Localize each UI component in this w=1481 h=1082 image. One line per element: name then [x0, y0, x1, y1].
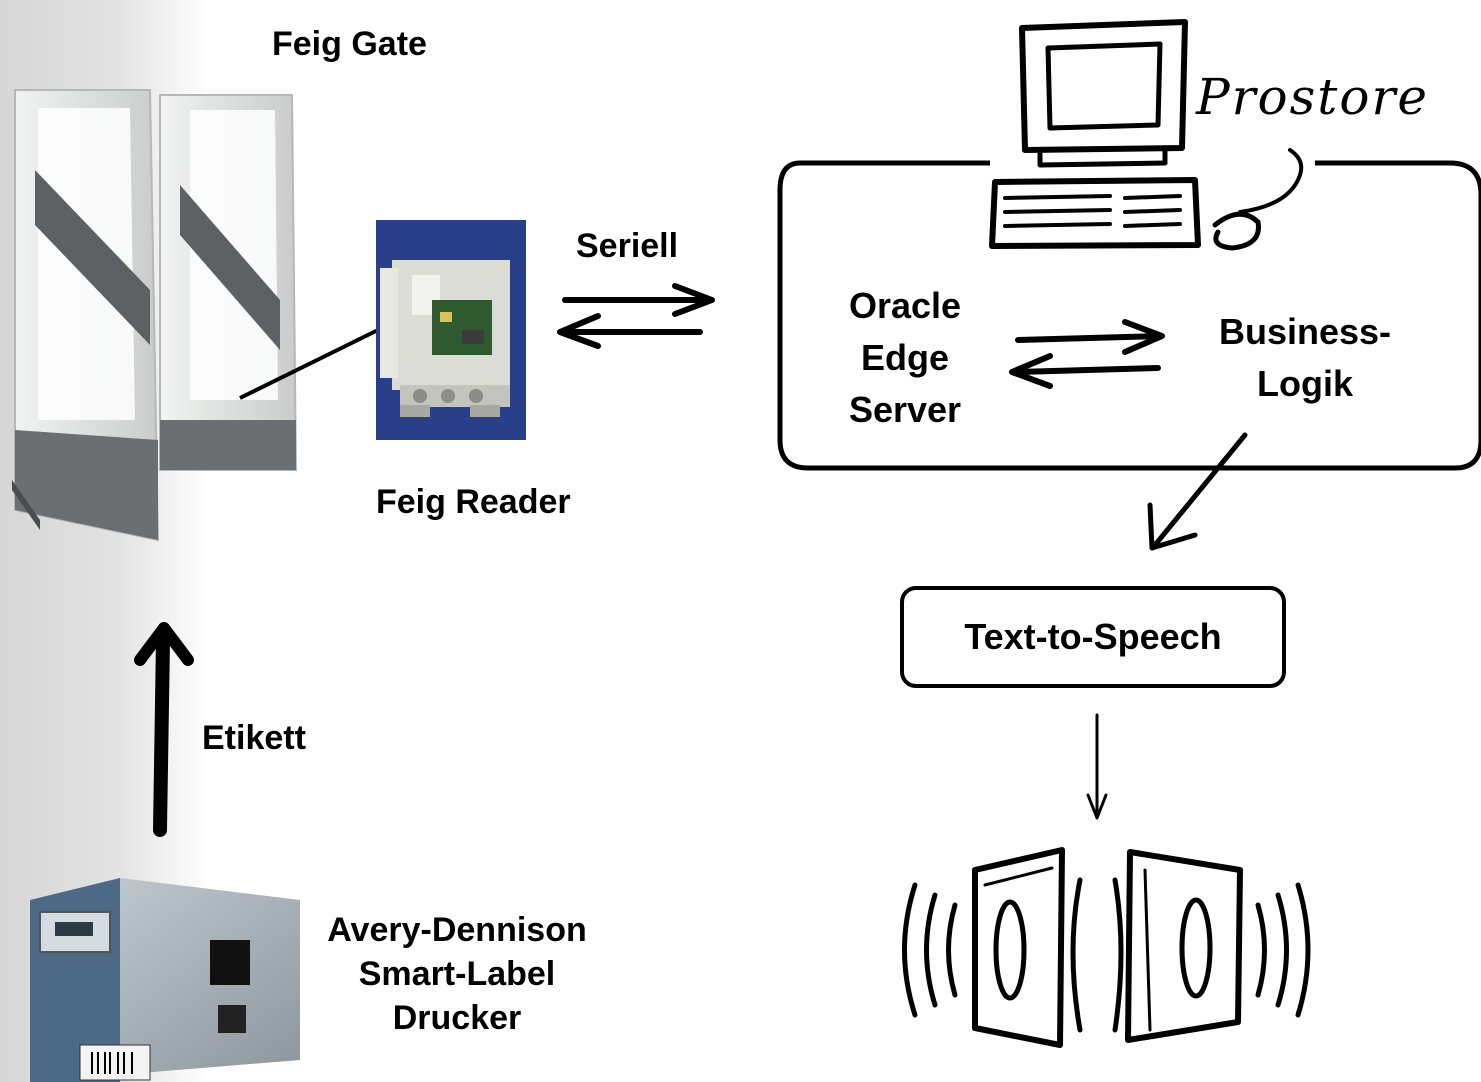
business-label-line2: Logik [1257, 363, 1353, 405]
oracle-label-line2: Edge [860, 337, 949, 379]
tts-to-speakers-arrow [1086, 713, 1108, 820]
feig-reader-image [376, 220, 526, 440]
feig-gate-image [12, 89, 298, 542]
gate-stripe-front [35, 170, 150, 345]
oracle-label-line3: Server [848, 389, 962, 431]
seriell-label: Seriell [576, 227, 679, 265]
printer-label-line3: Drucker [392, 999, 522, 1038]
printer-label-line1: Avery-Dennison [327, 911, 587, 949]
etikett-arrow [134, 622, 194, 837]
text-to-speech-label: Text-to-Speech [964, 616, 1222, 657]
printer-label: Avery-Dennison Smart-Label Drucker [312, 908, 602, 1041]
speakers-icon [902, 847, 1311, 1048]
printer-image [30, 878, 300, 1082]
text-to-speech-box: Text-to-Speech [900, 586, 1286, 688]
printer-label-line2: Smart-Label [358, 955, 556, 994]
reader-cable [239, 328, 379, 400]
business-to-tts-arrow [1147, 432, 1248, 551]
feig-gate-label: Feig Gate [272, 25, 427, 63]
gate-stripe-back [180, 185, 280, 350]
computer-icon [989, 19, 1304, 251]
business-label-line1: Business- [1218, 311, 1392, 352]
oracle-business-double-arrow [1009, 319, 1165, 389]
feig-reader-label: Feig Reader [376, 483, 571, 521]
seriell-double-arrow [557, 283, 715, 349]
server-box [777, 160, 1481, 471]
oracle-label-line1: Oracle [848, 285, 962, 326]
prostore-label: Prostore [1196, 68, 1429, 126]
etikett-label: Etikett [202, 719, 306, 757]
business-logik-label: Business- Logik [1195, 306, 1415, 410]
oracle-edge-server-label: Oracle Edge Server [820, 280, 990, 437]
